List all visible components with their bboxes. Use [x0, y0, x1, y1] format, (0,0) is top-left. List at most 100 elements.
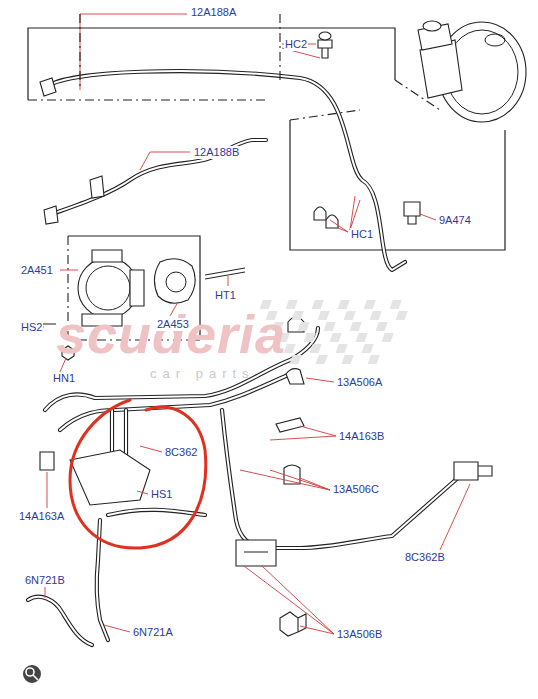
hose-clips [404, 202, 420, 224]
flag-square [370, 311, 382, 320]
brake-booster [418, 21, 526, 122]
part-number: 9A474 [438, 214, 472, 227]
leader-lines [330, 196, 360, 232]
leader-lines [440, 484, 470, 550]
part-number: HT1 [214, 289, 237, 302]
part-number: 12A188B [193, 146, 240, 159]
vacuum-pump [70, 450, 150, 505]
part-number: 14A163B [338, 430, 385, 443]
search-icon [33, 675, 38, 680]
vacuum-pump [92, 250, 122, 262]
group-frame [28, 99, 265, 100]
flag-square [336, 344, 348, 353]
flag-square [298, 322, 310, 331]
hose-clips [40, 452, 54, 470]
flag-square [318, 311, 330, 320]
flag-square [342, 355, 354, 364]
flag-square [312, 300, 324, 309]
leader-lines [45, 586, 46, 598]
leader-lines [47, 472, 48, 508]
flag-square [290, 355, 302, 364]
flag-square [376, 322, 388, 331]
vacuum-hoses [28, 597, 92, 645]
leader-lines [228, 276, 229, 286]
part-number: HN1 [52, 372, 76, 385]
part-number: 13A506A [336, 376, 383, 389]
flag-square [368, 355, 380, 364]
hose-clips [236, 540, 276, 566]
leader-lines [270, 426, 336, 440]
vacuum-hoses [108, 510, 205, 515]
vacuum-pump [86, 266, 130, 310]
leader-lines [420, 214, 436, 220]
search-icon [22, 664, 42, 684]
leader-lines [34, 14, 470, 634]
group-frame [28, 28, 505, 340]
flag-square [382, 333, 394, 342]
part-number: HC2 [284, 38, 308, 51]
hose-clips [314, 207, 326, 220]
part-number: 8C362B [404, 551, 446, 564]
leader-lines [80, 14, 280, 90]
group-frame [290, 110, 360, 120]
search-icon [26, 668, 34, 676]
leader-lines [140, 152, 190, 170]
hose-clips [318, 40, 332, 58]
flag-square [350, 322, 362, 331]
group-frame [290, 120, 505, 250]
leader-lines [240, 470, 330, 490]
flag-square [338, 300, 350, 309]
flag-square [364, 300, 376, 309]
vacuum-hoses [108, 510, 205, 515]
part-number: 6N721B [24, 574, 66, 587]
watermark: scuderia [56, 306, 286, 362]
flag-square [286, 300, 298, 309]
leader-lines [306, 378, 334, 382]
part-number: 2A451 [20, 264, 54, 277]
flag-square [390, 300, 402, 309]
leader-lines [137, 491, 148, 494]
flag-square [344, 311, 356, 320]
brake-booster [485, 34, 505, 46]
search-icon [22, 664, 42, 684]
part-number: 14A163A [18, 510, 65, 523]
flag-square [324, 322, 336, 331]
vacuum-pump [205, 268, 245, 279]
hose-clips [319, 32, 331, 40]
vacuum-hoses [52, 140, 266, 214]
flag-square [292, 311, 304, 320]
part-number: 8C362 [164, 446, 198, 459]
flag-square [356, 333, 368, 342]
leader-lines [140, 446, 162, 452]
vacuum-hoses [222, 410, 478, 548]
part-number: 12A188A [190, 6, 237, 19]
vacuum-hoses [28, 71, 478, 645]
part-number: HS2 [20, 321, 43, 334]
vacuum-hoses [44, 206, 58, 224]
flag-square [310, 344, 322, 353]
vacuum-pump [130, 270, 144, 306]
hose-clips [40, 32, 492, 636]
watermark: car parts [150, 366, 255, 381]
leader-lines [104, 625, 130, 632]
flag-square [396, 311, 408, 320]
flag-square [316, 355, 328, 364]
vacuum-hoses [28, 597, 92, 645]
vacuum-pump [166, 272, 186, 292]
vacuum-hoses [90, 176, 104, 198]
hose-clips [286, 369, 304, 384]
part-number: 6N721A [132, 626, 174, 639]
part-number: HS1 [150, 488, 173, 501]
vacuum-pump [154, 259, 195, 303]
vacuum-hoses [46, 71, 405, 270]
vacuum-hoses [222, 410, 478, 548]
red-circle-annotation [70, 400, 206, 548]
flag-square [330, 333, 342, 342]
brake-booster [423, 21, 441, 31]
vacuum-hoses [52, 140, 266, 214]
part-number: HC1 [350, 228, 374, 241]
vacuum-hoses [46, 71, 405, 270]
leader-lines [60, 270, 78, 271]
part-number: 13A506B [336, 628, 383, 641]
